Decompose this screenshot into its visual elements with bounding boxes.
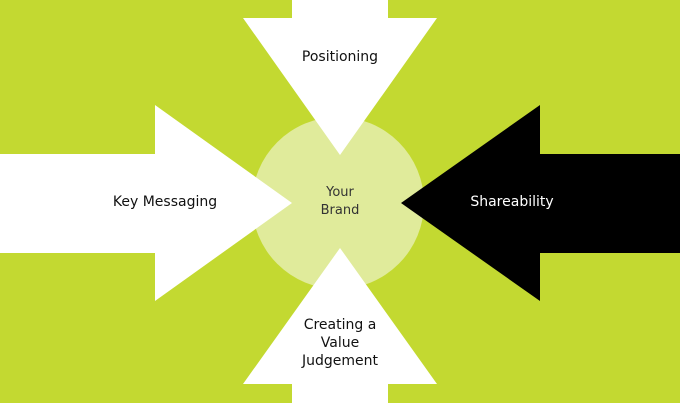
label-creating-value-judgement: Creating a Value Judgement	[268, 316, 412, 370]
label-positioning: Positioning	[301, 49, 379, 65]
label-bottom-line1: Creating a	[303, 317, 377, 333]
center-label-line1: Your	[326, 185, 354, 200]
label-bottom-line2: Value	[320, 335, 360, 351]
label-key-messaging: Key Messaging	[112, 194, 218, 210]
arrow-left	[0, 105, 292, 301]
arrow-right	[401, 105, 680, 301]
center-label-line2: Brand	[320, 203, 360, 218]
label-bottom-line3: Judgement	[301, 353, 378, 369]
arrow-bottom	[243, 248, 437, 403]
center-label: Your Brand	[290, 184, 390, 220]
label-shareability: Shareability	[470, 194, 554, 210]
center-circle	[252, 117, 424, 289]
arrow-top	[243, 0, 437, 155]
